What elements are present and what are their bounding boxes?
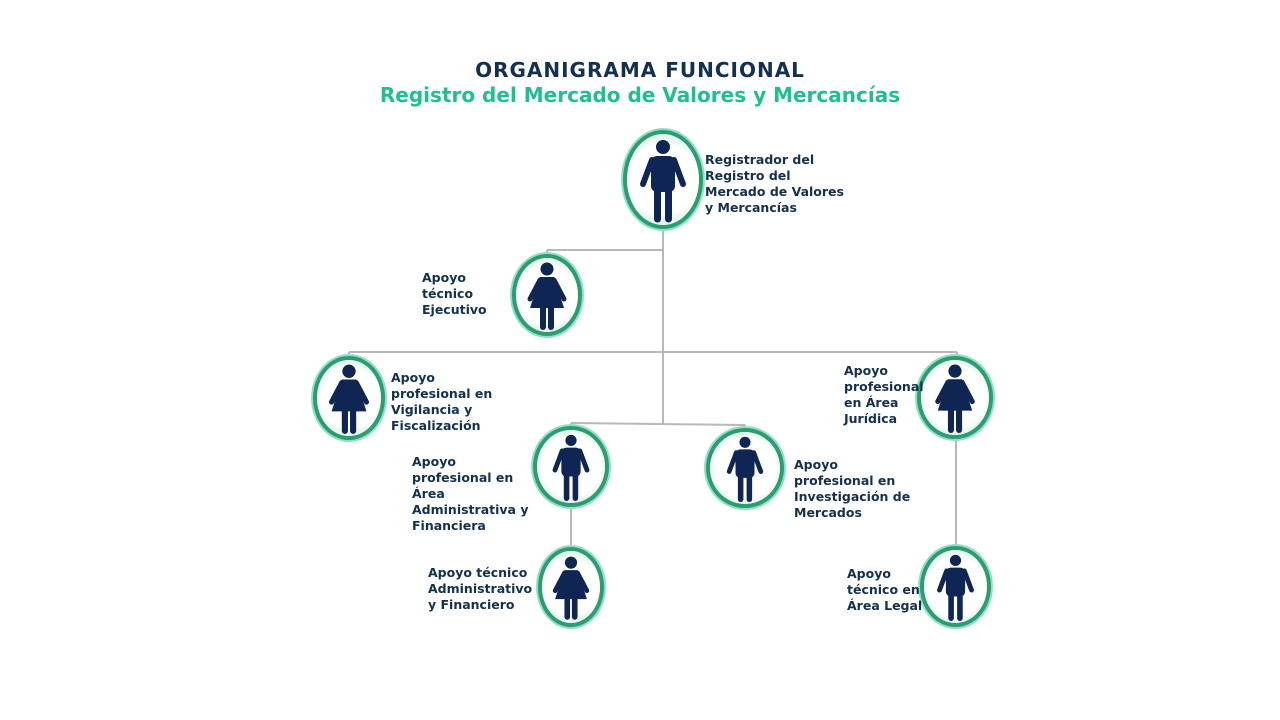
juridica-node <box>921 360 989 435</box>
male-person-icon <box>937 554 974 621</box>
investigacion-node <box>710 432 780 504</box>
registrador-label: Registrador del Registro del Mercado de … <box>705 152 844 215</box>
juridica-label: Apoyo profesional en Área Jurídica <box>844 363 924 426</box>
tec-admin-label: Apoyo técnico Administrativo y Financier… <box>428 565 533 612</box>
male-person-icon <box>552 434 590 501</box>
connector-level3-horizontal <box>570 422 746 426</box>
tec-legal-node <box>924 550 987 623</box>
administrativa-node <box>537 430 605 503</box>
female-person-icon <box>527 262 567 330</box>
page-title: ORGANIGRAMA FUNCIONAL <box>475 58 805 82</box>
vigilancia-node <box>317 360 381 436</box>
male-person-icon <box>726 436 764 503</box>
male-person-icon <box>640 140 686 223</box>
tec-legal-label: Apoyo técnico en Área Legal <box>847 566 923 613</box>
vigilancia-label: Apoyo profesional en Vigilancia y Fiscal… <box>391 370 493 433</box>
female-person-icon <box>935 364 975 433</box>
tec-admin-node <box>542 551 600 623</box>
investigacion-label: Apoyo profesional en Investigación de Me… <box>794 457 911 520</box>
ejecutivo-node <box>516 258 578 332</box>
administrativa-label: Apoyo profesional en Área Administrativa… <box>412 454 529 533</box>
ejecutivo-label: Apoyo técnico Ejecutivo <box>422 270 487 317</box>
registrador-node <box>627 134 699 225</box>
female-person-icon <box>552 556 590 620</box>
female-person-icon <box>328 364 370 434</box>
page-subtitle: Registro del Mercado de Valores y Mercan… <box>379 83 901 107</box>
